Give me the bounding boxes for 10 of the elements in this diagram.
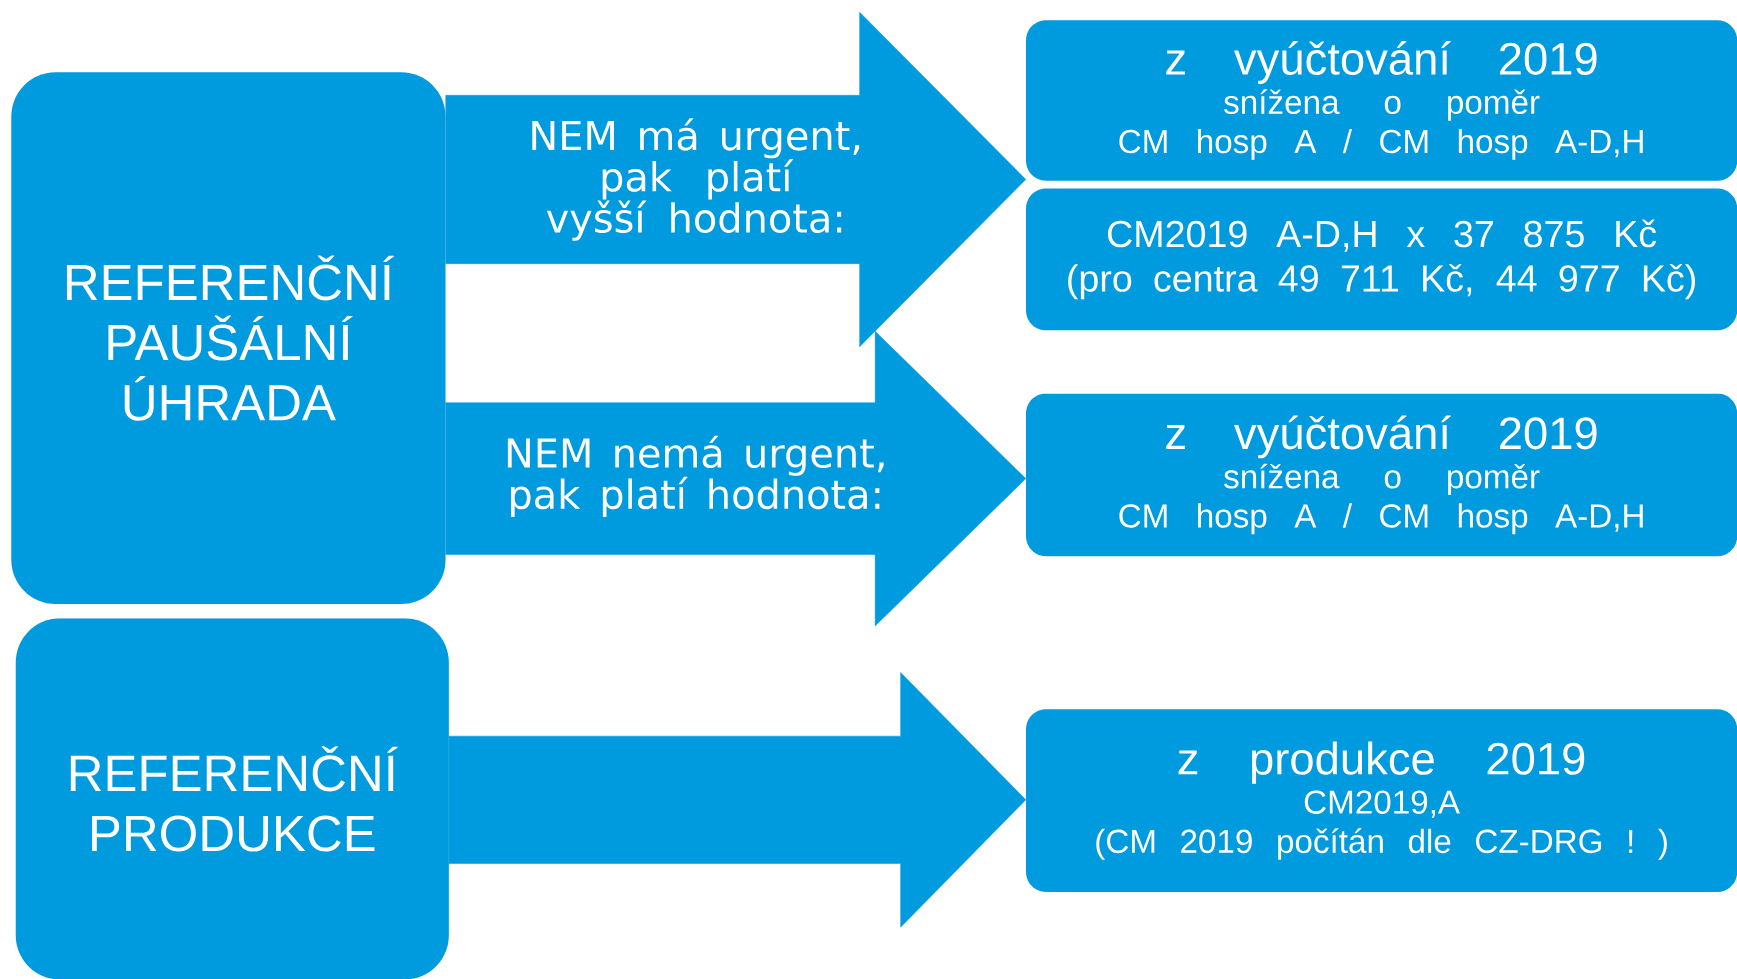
rounded-box: CM2019 A-D,H x 37 875 Kč (pro centra 49 711 Kč, 44 977 Kč) [1026,188,1737,331]
edge-label: NEM má urgent, pak platí vyšší hodnota: [516,116,875,243]
rounded-box: REFERENČNÍ PRODUKCE [15,618,449,979]
rounded-box: z vyúčtování 2019 snížena o poměr CM hosp A / CM hosp A-D,H [1026,20,1737,181]
rounded-box: REFERENČNÍ PAUŠÁLNÍ ÚHRADA [11,72,446,604]
edge-label: NEM nemá urgent, pak platí hodnota: [494,433,898,519]
block-arrow [448,672,1027,928]
rounded-box: z vyúčtování 2019 snížena o poměr CM hosp A / CM hosp A-D,H [1026,393,1737,557]
node-label: REFERENČNÍ PAUŠÁLNÍ ÚHRADA [66,255,394,421]
rounded-box: z produkce 2019 CM2019,A (CM 2019 počítán dle CZ-DRG ! ) [1026,709,1737,892]
